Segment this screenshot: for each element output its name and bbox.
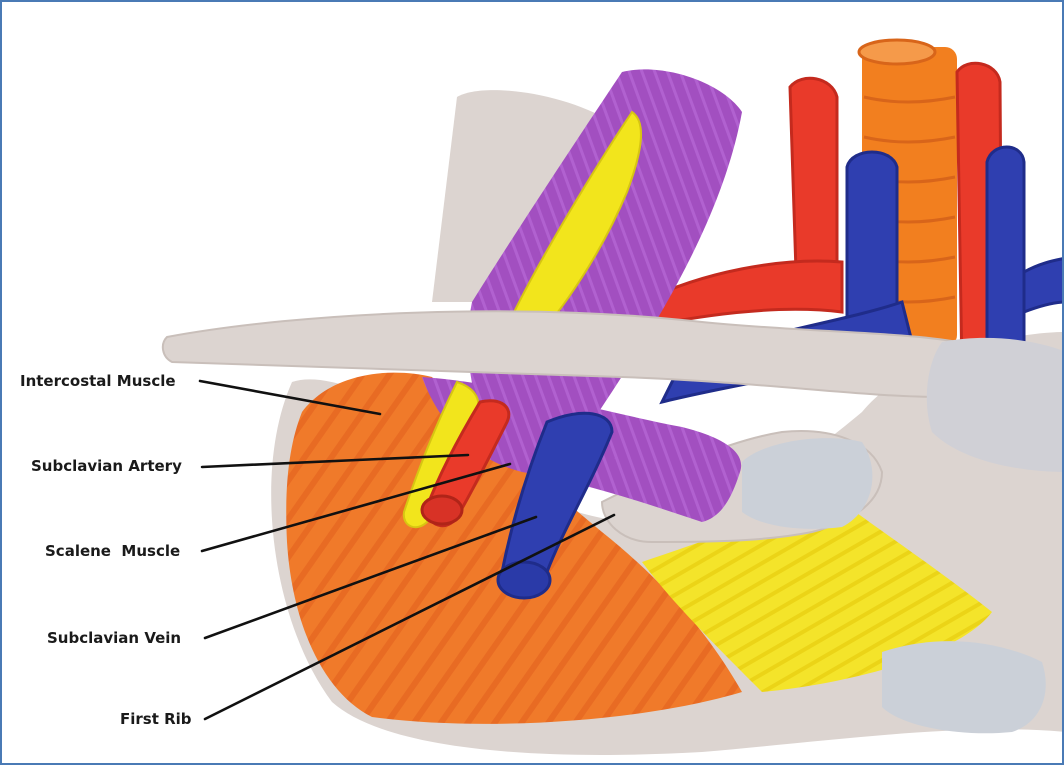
label-subclavian-vein: Subclavian Vein <box>47 629 181 647</box>
label-intercostal-muscle: Intercostal Muscle <box>20 372 176 390</box>
jugular-vein-left <box>847 152 897 322</box>
label-first-rib: First Rib <box>120 710 192 728</box>
jugular-vein-right <box>987 147 1024 342</box>
label-subclavian-artery: Subclavian Artery <box>31 457 182 475</box>
costal-cartilage <box>742 438 872 529</box>
lower-rib-bone <box>882 641 1046 733</box>
label-scalene-muscle: Scalene Muscle <box>45 542 180 560</box>
subclavian-vein-lumen <box>498 562 550 598</box>
subclavian-artery-lumen <box>422 496 462 524</box>
right-vein-branch <box>1024 258 1064 312</box>
